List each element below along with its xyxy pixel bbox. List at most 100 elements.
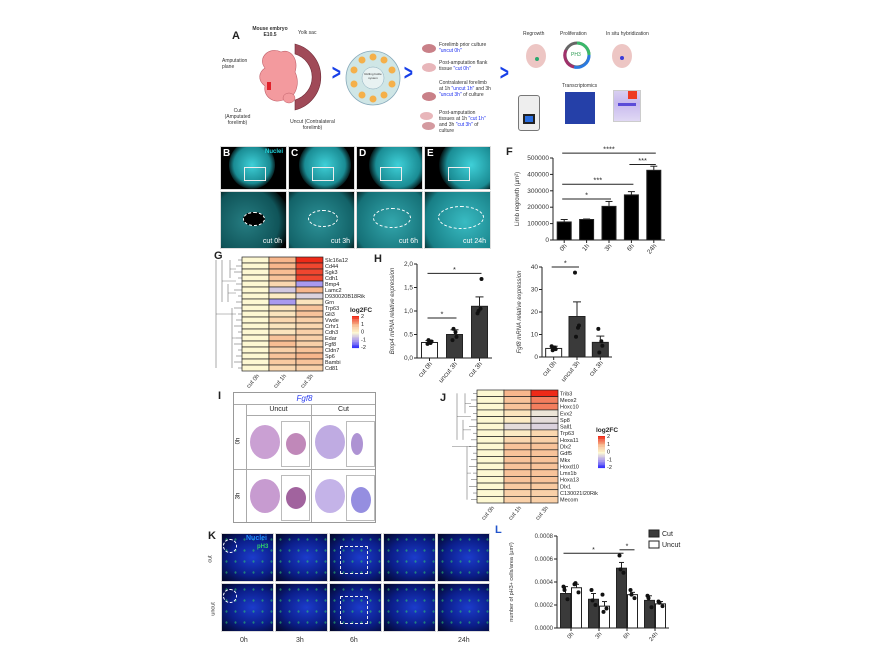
y-tick-label: 400000: [527, 171, 549, 178]
heatmap-cell: [268, 256, 297, 264]
legend-gradient-step: [352, 338, 359, 341]
legend-gradient-step: [352, 341, 359, 344]
gene-label: Fgf8: [325, 342, 336, 348]
gene-label: Lamc2: [325, 288, 342, 294]
column-label: 6h: [350, 637, 358, 644]
data-point: [660, 604, 665, 609]
legend-gradient-step: [598, 460, 605, 462]
ph3-signal: [384, 534, 435, 581]
data-point: [589, 588, 594, 593]
legend-gradient-step: [352, 335, 359, 337]
significance-label: *: [441, 310, 444, 319]
panel-label-d: D: [359, 148, 367, 159]
heatmap-cell: [530, 462, 559, 471]
heatmap-cell: [268, 304, 297, 312]
limb-stain-image: [286, 433, 306, 455]
data-point: [552, 345, 557, 350]
step-uncut-1h-3h: Contralateral forelimb at 1h "uncut 1h" …: [439, 80, 491, 98]
legend-gradient-step: [598, 437, 605, 440]
y-tick-label: 30: [531, 287, 539, 294]
column-label: cut 0h: [481, 505, 496, 521]
y-tick-label: 0,0: [404, 355, 413, 362]
ph3-staining-image: [329, 583, 382, 632]
heatmap-cell: [476, 436, 505, 444]
gene-label: Sgk3: [325, 270, 338, 276]
legend-gradient-step: [598, 436, 605, 438]
gene-label: Cd44: [325, 264, 338, 270]
heatmap-cell: [503, 436, 532, 444]
cut-label: Cut (Amputated forelimb): [224, 108, 251, 126]
heatmap-cell: [476, 489, 505, 497]
legend-gradient-step: [598, 461, 605, 464]
legend-gradient-step: [352, 343, 359, 345]
tissue-icon: [422, 92, 436, 101]
heatmap-cell: [503, 462, 532, 471]
heatmap-cell: [268, 358, 297, 366]
closeup-label: cut 0h: [262, 238, 282, 245]
heatmap-cell: [503, 482, 532, 491]
heatmap-cell: [295, 310, 324, 318]
data-point: [628, 588, 633, 593]
heatmap-cell: [295, 286, 324, 294]
y-tick-label: 1,0: [404, 308, 413, 315]
legend-gradient-step: [352, 333, 359, 336]
heatmap-cell: [530, 476, 559, 484]
data-point: [600, 343, 605, 348]
embryo-signal: [299, 147, 351, 189]
heatmap-cell: [295, 256, 324, 264]
bar: [421, 341, 438, 359]
heatmap-cell: [530, 409, 559, 417]
data-point: [574, 334, 578, 339]
gene-label: Cd81: [325, 366, 338, 372]
heatmap-cell: [295, 322, 324, 330]
chevron-right-icon: >: [499, 60, 509, 85]
limb-stain-image: [286, 487, 306, 509]
chevron-right-icon: >: [331, 60, 341, 85]
gene-label: Hoxd10: [560, 464, 579, 470]
zoom-inset: [346, 475, 375, 521]
ph3-signal: [438, 534, 489, 581]
x-tick-label: 24h: [646, 243, 659, 255]
significance-label: ***: [593, 176, 602, 185]
heatmap-cell: [503, 496, 532, 504]
data-point: [576, 325, 580, 330]
heatmap-cell: [241, 364, 270, 372]
legend-gradient-step: [352, 325, 359, 328]
y-tick-label: 0.0000: [535, 626, 554, 632]
legend-swatch: [648, 540, 660, 549]
heatmap-cell: [503, 429, 532, 437]
legend-tick: -1: [607, 457, 612, 463]
regrowth-outline: [438, 206, 484, 229]
gene-label: Sp8: [560, 418, 570, 424]
data-point: [565, 597, 570, 602]
heatmap-cell: [503, 396, 532, 404]
limb-closeup-image: cut 24h: [424, 191, 491, 249]
data-point: [573, 581, 578, 586]
heatmap-cell: [530, 396, 559, 404]
step-text: of culture: [439, 122, 479, 134]
data-point: [562, 588, 567, 593]
column-label: 0h: [240, 637, 248, 644]
step-text: Post-amputation flank tissue: [439, 60, 488, 72]
column-label: cut 1h: [508, 505, 523, 521]
zoom-box: [380, 167, 402, 181]
panel-label-b: B: [223, 148, 231, 159]
zoom-inset: [346, 421, 375, 467]
heatmap-cell: [530, 422, 559, 431]
row-label-uncut: uncut: [210, 602, 217, 616]
region-outline: [223, 589, 237, 603]
data-point: [621, 570, 626, 575]
heatmap-cell: [268, 340, 297, 348]
ish-row-0h: 0h: [235, 437, 242, 445]
heatmap-cell: [241, 334, 270, 342]
significance-label: ****: [603, 145, 615, 154]
regrowth-outline: [373, 208, 411, 228]
data-point: [618, 567, 623, 572]
zoom-inset: [281, 475, 310, 521]
significance-label: *: [626, 543, 629, 550]
heatmap-cell: [295, 292, 324, 300]
heatmap-cell: [476, 429, 505, 437]
ph3-staining-image: [383, 533, 436, 582]
heatmap-cell: [503, 389, 532, 397]
